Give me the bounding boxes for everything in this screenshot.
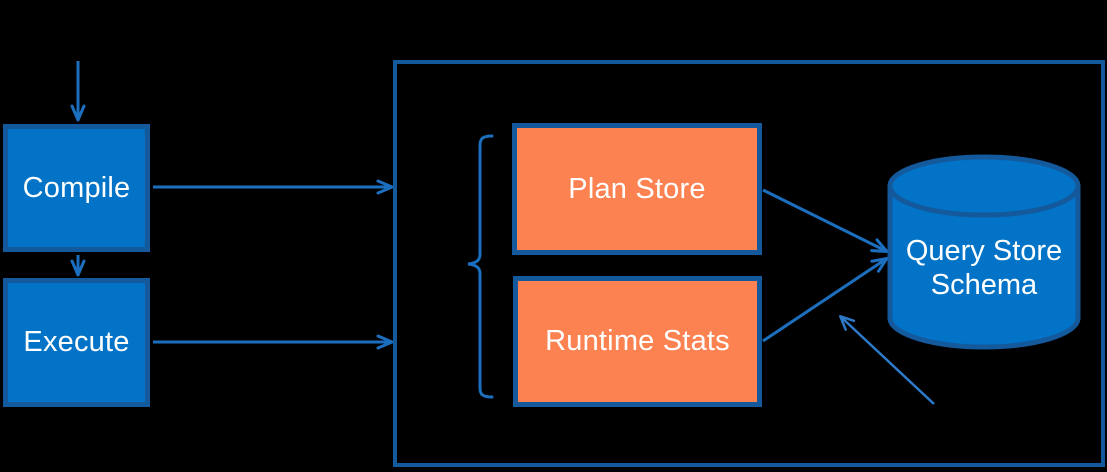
brace-group-stores (467, 134, 494, 399)
database-cylinder-icon (887, 154, 1081, 350)
arrow-runtimestats-to-schema (762, 256, 889, 343)
arrow-async-pointer (839, 315, 935, 405)
query-store-group-box (393, 60, 1105, 467)
arrow-planstore-to-schema (762, 188, 889, 253)
node-compile-label: Compile (22, 171, 131, 204)
node-runtime-stats: Runtime Stats (513, 276, 762, 407)
node-query-store-schema-label: Query Store Schema (905, 235, 1063, 301)
node-execute: Execute (3, 278, 150, 407)
node-plan-store-label: Plan Store (568, 172, 706, 205)
node-runtime-stats-label: Runtime Stats (545, 325, 730, 357)
node-compile: Compile (3, 124, 150, 252)
node-plan-store: Plan Store (512, 123, 762, 255)
node-execute-label: Execute (23, 326, 130, 358)
